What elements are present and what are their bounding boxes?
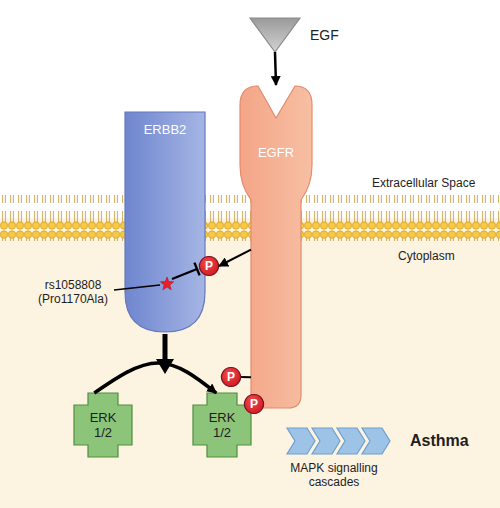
node-label: EGF — [310, 27, 360, 43]
phospho-circle: P — [199, 256, 219, 276]
phospho-circle-path — [199, 257, 218, 276]
node-label: ERBB2 — [125, 122, 205, 137]
outcome-label: Asthma — [410, 431, 490, 450]
signal-arrow-shaft — [163, 334, 168, 361]
ligand-triangle: EGF — [250, 18, 300, 52]
phospho-circle: P — [244, 394, 264, 414]
node-label: EGFR — [246, 145, 306, 160]
node-label: P — [199, 259, 219, 273]
connector-arrow — [94, 363, 216, 393]
node-label: MAPK signalling cascades — [279, 461, 389, 489]
receptor-shape-path — [240, 86, 312, 408]
node-label: ERK 1/2 — [204, 410, 240, 440]
phospho-circle-path — [244, 395, 263, 414]
region-label: Extracellular Space — [372, 176, 492, 190]
inhibition-line — [172, 269, 197, 279]
node-label: P — [244, 397, 264, 411]
variant-label: rs1058808 (Pro1170Ala) — [32, 278, 114, 306]
cascade-chevrons: MAPK signalling cascades — [287, 428, 392, 454]
connector-arrow — [275, 52, 276, 85]
kinase-cross-path — [193, 393, 251, 457]
signal-arrow-head — [156, 359, 174, 374]
ligand-triangle-path — [250, 18, 300, 52]
cytoplasm-region — [0, 218, 500, 508]
cascade-chevrons-outline — [287, 428, 392, 454]
ligand-triangle-outline — [250, 18, 300, 52]
cascade-chevrons-path — [287, 428, 390, 454]
leader-line — [114, 285, 160, 290]
phospho-circle-path — [221, 368, 240, 387]
region-label: Cytoplasm — [398, 249, 488, 263]
phospho-circle: P — [221, 367, 241, 387]
node-label: P — [221, 370, 241, 384]
lipid-bilayer — [0, 195, 500, 241]
kinase-cross-path — [74, 393, 132, 457]
connector-arrow — [219, 250, 251, 266]
kinase-cross: ERK 1/2 — [193, 393, 251, 457]
receptor-shape-outline — [125, 112, 205, 332]
receptor-shape: EGFR — [251, 85, 301, 408]
mutation-star — [160, 277, 173, 290]
node-label: ERK 1/2 — [85, 410, 121, 440]
receptor-shape-outline — [251, 85, 301, 408]
receptor-shape: ERBB2 — [125, 112, 205, 332]
kinase-cross: ERK 1/2 — [74, 393, 132, 457]
connector-arrow — [241, 376, 251, 378]
receptor-shape-path — [125, 112, 205, 332]
inhibition-bar — [194, 263, 199, 276]
